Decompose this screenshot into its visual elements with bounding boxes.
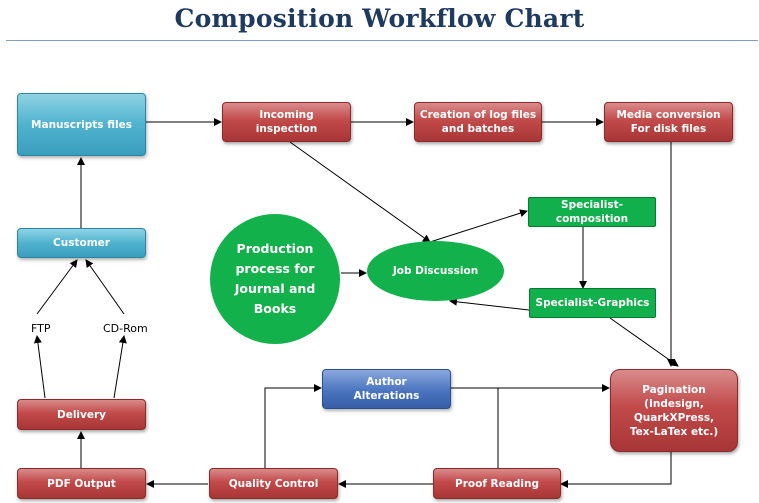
pdf-output-box: PDF Output — [17, 468, 146, 499]
arrow-ftp-to-customer — [36, 259, 78, 315]
pagination-box: Pagination (Indesign, QuarkXPress, Tex-L… — [610, 369, 738, 452]
arrow-incoming-to-job — [289, 141, 431, 243]
arrow-specgraphics-to-job — [449, 297, 530, 311]
manuscripts-files-box: Manuscripts files — [17, 93, 146, 156]
quality-control-box: Quality Control — [209, 468, 338, 499]
page-title: Composition Workflow Chart — [174, 4, 585, 33]
arrow-qc-to-author — [264, 384, 322, 470]
title-divider — [6, 40, 758, 41]
arrow-delivery-to-ftp — [33, 335, 46, 399]
log-files-box: Creation of log files and batches — [414, 102, 542, 142]
arrow-cdrom-to-customer — [85, 259, 125, 315]
ftp-label: FTP — [31, 322, 51, 335]
customer-box: Customer — [17, 228, 146, 258]
arrow-delivery-to-cdrom — [113, 335, 127, 399]
proof-reading-box: Proof Reading — [433, 468, 561, 499]
arrow-specgraphics-to-pagination — [609, 317, 679, 367]
specialist-composition-box: Specialist-composition — [528, 197, 656, 227]
production-process-ellipse: Production process for Journal and Books — [210, 214, 340, 344]
media-conversion-box: Media conversion For disk files — [604, 102, 733, 142]
arrow-pagination-to-proof — [560, 452, 672, 488]
author-alterations-box: Author Alterations — [322, 369, 451, 409]
arrow-job-to-speccomp — [429, 209, 528, 243]
delivery-box: Delivery — [17, 399, 146, 430]
specialist-graphics-box: Specialist-Graphics — [529, 288, 656, 318]
job-discussion-ellipse: Job Discussion — [367, 241, 504, 301]
incoming-inspection-box: Incoming inspection — [222, 102, 351, 142]
cdrom-label: CD-Rom — [103, 322, 148, 335]
